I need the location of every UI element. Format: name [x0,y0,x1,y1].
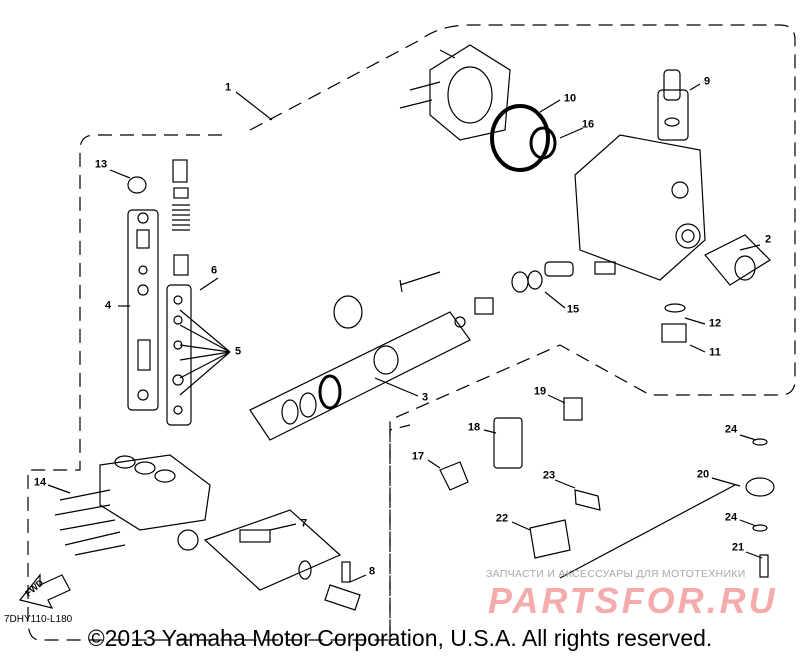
callout-11[interactable]: 11 [709,346,721,359]
callout-20[interactable]: 20 [696,468,710,481]
flange [429,44,511,141]
watermark-brand: PARTSFOR.RU [488,580,778,621]
callout-8[interactable]: 8 [368,565,376,578]
callout-10[interactable]: 10 [563,92,577,105]
drawing-code: 7DHY110-L180 [4,614,73,625]
seal-kit-panel-4 [127,209,159,411]
plug-panel-9 [657,89,689,141]
plug-19 [563,397,583,421]
manifold [99,454,211,531]
callout-23[interactable]: 23 [542,469,556,482]
fitting-17 [439,461,469,491]
copyright: ©2013 Yamaha Motor Corporation, U.S.A. A… [87,625,713,651]
callout-5[interactable]: 5 [234,345,242,358]
callout-4[interactable]: 4 [104,299,112,312]
callout-17[interactable]: 17 [411,450,425,463]
callout-3[interactable]: 3 [421,391,429,404]
callout-19[interactable]: 19 [533,385,547,398]
callout-9[interactable]: 9 [703,75,711,88]
callout-24a[interactable]: 24 [724,423,738,436]
callout-1[interactable]: 1 [224,81,232,94]
callout-13[interactable]: 13 [94,158,108,171]
callout-15[interactable]: 15 [566,303,580,316]
crankcase [574,134,706,281]
bolt-21 [759,554,769,578]
callout-18[interactable]: 18 [467,421,481,434]
valve-kit-panel-6 [166,284,192,426]
callout-12[interactable]: 12 [708,317,722,330]
callout-14[interactable]: 14 [33,476,47,489]
callout-16[interactable]: 16 [581,118,595,131]
unloader-kit-panel-7 [203,509,342,591]
watermark-tagline: ЗАПЧАСТИ И АКСЕССУАРЫ ДЛЯ МОТОТЕХНИКИ [486,568,746,580]
panel-2 [704,234,771,286]
group-outline-lower [389,424,411,640]
callout-2[interactable]: 2 [764,233,772,246]
fitting-23 [574,489,601,511]
seal-16 [529,126,557,160]
lance-20 [559,484,736,579]
filter-18 [493,417,523,469]
callout-7[interactable]: 7 [300,517,308,530]
o-ring-10 [490,104,550,172]
packing-kit-panel-3 [249,311,471,441]
plug-11 [661,323,687,343]
quick-coupler-22 [529,519,571,559]
group-outline-upper [27,24,796,641]
callout-6[interactable]: 6 [210,264,218,277]
callout-22[interactable]: 22 [495,512,509,525]
fwd-arrow-icon [18,573,71,609]
callout-21[interactable]: 21 [731,541,745,554]
seal [333,295,363,329]
callout-24b[interactable]: 24 [724,511,738,524]
